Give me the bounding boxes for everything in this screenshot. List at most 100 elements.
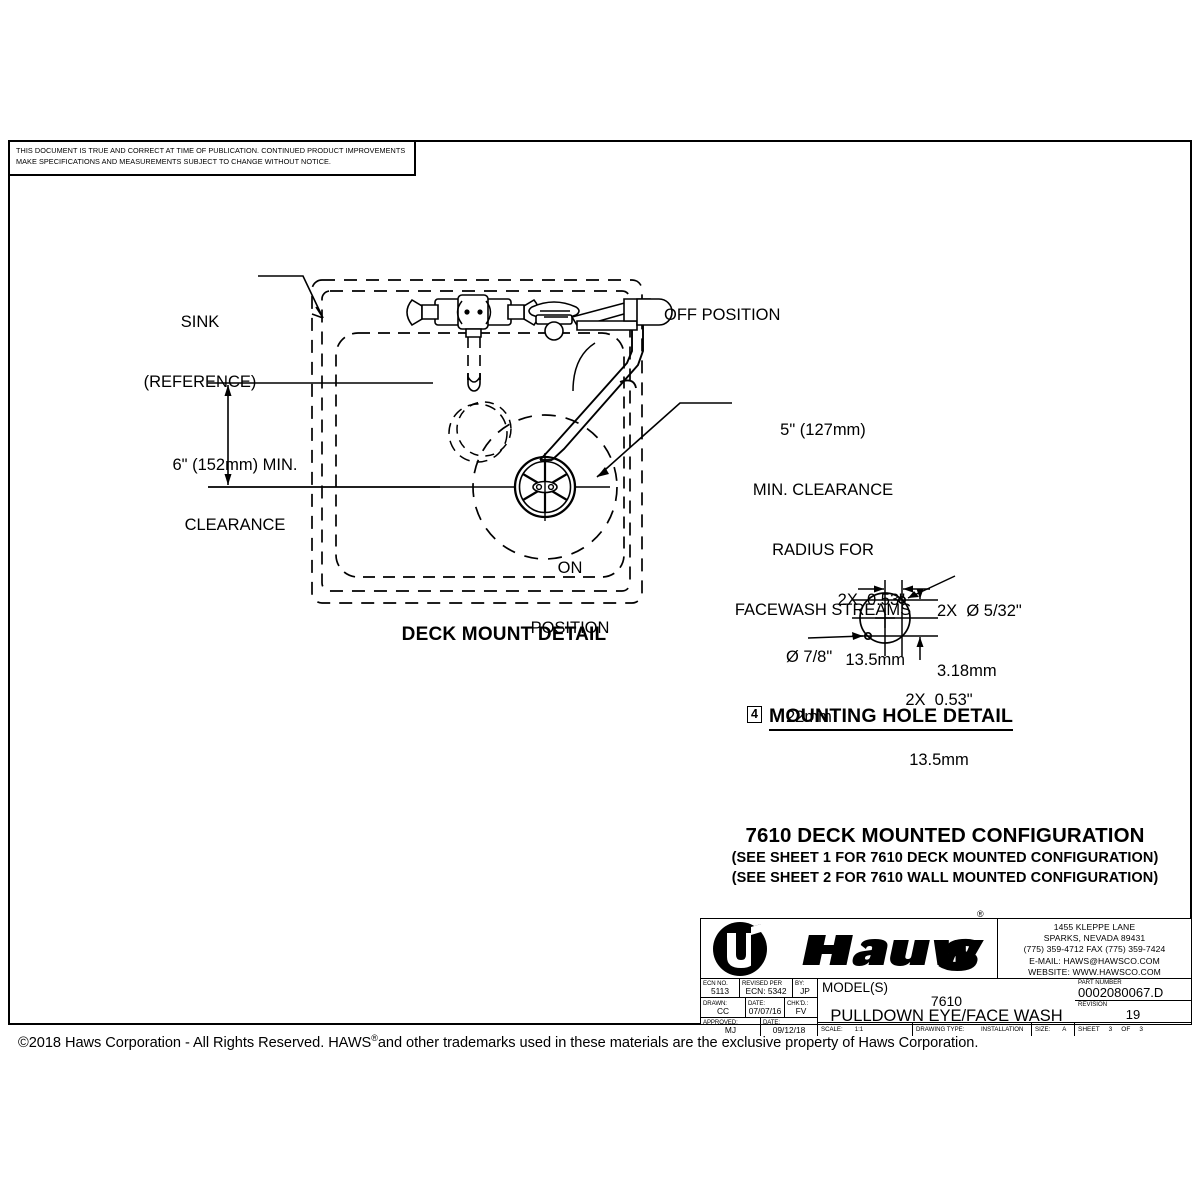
disclaimer-line-1: THIS DOCUMENT IS TRUE AND CORRECT AT TIM… xyxy=(16,146,406,155)
drawn-date-key: DATE: xyxy=(748,999,765,1007)
revised-per-key: REVISED PER xyxy=(742,980,782,988)
mounting-hole-detail-title: 4 MOUNTING HOLE DETAIL xyxy=(747,705,1014,731)
approved-date-value: 09/12/18 xyxy=(772,1024,806,1035)
valve-drop-tube xyxy=(467,337,481,392)
footer-part2: and other trademarks used in these mater… xyxy=(377,1034,979,1051)
deck-mount-detail-drawing xyxy=(208,275,732,604)
chkd-key: CHK'D.: xyxy=(787,999,809,1007)
sheet-total: 3 xyxy=(1139,1026,1143,1034)
sink-reference-label: SINK (REFERENCE) xyxy=(125,272,275,412)
approved-key: APPROVED: xyxy=(703,1018,738,1026)
small-hole-leader xyxy=(907,575,956,599)
mounting-hole-detail-drawing xyxy=(807,575,956,660)
mh-right-dim-line1: 2X Ø 5/32" xyxy=(937,602,1022,620)
drawn-key: DRAWN: xyxy=(703,999,727,1007)
scale-value: 1:1 xyxy=(854,1026,864,1034)
model-section: MODEL(S) 7610 PULLDOWN EYE/FACE WASH xyxy=(818,979,1075,1026)
approved-date-key: DATE: xyxy=(763,1018,780,1026)
mh-left-dimension-label: Ø 7/8" 22mm xyxy=(786,607,832,747)
supply-valve-assembly xyxy=(406,294,540,338)
drawn-row: DRAWN: CC DATE: 07/07/16 CHK'D.: FV xyxy=(701,998,817,1018)
deck-mount-detail-title: DECK MOUNT DETAIL xyxy=(401,624,607,645)
facewash-clearance-radius-circle xyxy=(472,414,618,560)
radius-note-line4: FACEWASH STREAMS xyxy=(734,601,912,619)
mh-top-dim-line2: 13.5mm xyxy=(845,651,905,669)
sink-leader-line xyxy=(258,275,324,319)
on-position-line2: POSITION xyxy=(530,619,610,637)
address-line1: 1455 KLEPPE LANE xyxy=(1053,922,1136,932)
configuration-title: 7610 DECK MOUNTED CONFIGURATION xyxy=(745,824,1145,847)
sheet-cell: SHEET 3 OF 3 xyxy=(1075,1023,1191,1036)
radius-note-line1: 5" (127mm) xyxy=(780,421,866,439)
drawn-value: CC xyxy=(716,1005,730,1016)
mh-right-dimension-label: 2X Ø 5/32" 3.18mm xyxy=(937,561,1022,701)
pulldown-hose xyxy=(539,303,644,461)
scale-key: SCALE: xyxy=(821,1026,843,1034)
address-line2: SPARKS, NEVADA 89431 xyxy=(1043,933,1146,944)
revision-cell: REVISION 19 xyxy=(1075,1001,1191,1024)
sheet-of-label: OF xyxy=(1121,1026,1131,1034)
configuration-note-2: (SEE SHEET 2 FOR 7610 WALL MOUNTED CONFI… xyxy=(731,870,1159,886)
mh-left-dim-line1: Ø 7/8" xyxy=(786,648,833,666)
vertical-clearance-label: 6" (152mm) MIN. CLEARANCE xyxy=(140,415,330,555)
mh-bottom-dim-line1: 2X 0.53" xyxy=(905,691,973,709)
footer-registered-mark: ® xyxy=(371,1033,378,1043)
revision-value: 19 xyxy=(1125,1007,1141,1023)
approved-row: APPROVED: MJ DATE: 09/12/18 xyxy=(701,1017,817,1036)
mh-top-dimension-label: 2X 0.53" 13.5mm xyxy=(800,550,905,690)
clearance-line1: 6" (152mm) MIN. xyxy=(172,456,298,474)
stowed-head-footprint xyxy=(448,401,512,463)
mh-bottom-dim-line2: 13.5mm xyxy=(909,751,969,769)
ecn-no-key: ECN NO. xyxy=(703,980,728,988)
address-line4: E-MAIL: HAWS@HAWSCO.COM xyxy=(1029,955,1160,966)
main-hole-leader xyxy=(807,632,864,640)
disclaimer-line-2: MAKE SPECIFICATIONS AND MEASUREMENTS SUB… xyxy=(16,156,332,166)
model-description: PULLDOWN EYE/FACE WASH xyxy=(830,1007,1063,1026)
haws-logo: ® xyxy=(701,909,998,979)
off-position-spout xyxy=(528,298,673,341)
drawing-type-value: INSTALLATION xyxy=(980,1026,1024,1034)
chkd-value: FV xyxy=(795,1005,807,1016)
drawn-date-value: 07/07/16 xyxy=(748,1005,782,1016)
ecn-no-value: 5113 xyxy=(710,986,729,997)
mh-top-dim-line1: 2X 0.53" xyxy=(837,591,905,609)
sink-label-line1: SINK xyxy=(180,313,220,331)
by-value: JP xyxy=(800,986,810,997)
haws-logo-mark xyxy=(713,921,767,976)
sheet-key: SHEET xyxy=(1078,1026,1100,1034)
mounting-hole-title-text: MOUNTING HOLE DETAIL xyxy=(768,705,1014,731)
disclaimer-box: THIS DOCUMENT IS TRUE AND CORRECT AT TIM… xyxy=(8,140,416,176)
address-line3: (775) 359-4712 FAX (775) 359-7424 xyxy=(1023,944,1166,955)
part-number-value: 0002080067.D xyxy=(1078,985,1164,1001)
company-address: 1455 KLEPPE LANE SPARKS, NEVADA 89431 (7… xyxy=(998,919,1191,978)
size-value: A xyxy=(1062,1026,1067,1034)
facewash-radius-leader xyxy=(596,402,732,478)
registered-trademark-mark: ® xyxy=(977,909,984,919)
revision-key: REVISION xyxy=(1078,1001,1108,1009)
configuration-note-1: (SEE SHEET 1 FOR 7610 DECK MOUNTED CONFI… xyxy=(731,850,1159,866)
on-position-label: ON POSITION xyxy=(500,518,640,658)
part-number-cell: PART NUMBER 0002080067.D xyxy=(1075,979,1191,1002)
mounting-hole-callout-number: 4 xyxy=(747,706,762,723)
revised-per-value: ECN: 5342 xyxy=(745,986,787,997)
mh-right-dim-line2: 3.18mm xyxy=(937,662,997,680)
mh-left-dim-line2: 22mm xyxy=(786,708,832,726)
ecn-row: ECN NO. 5113 REVISED PER ECN: 5342 BY: J… xyxy=(701,979,817,999)
size-key: SIZE: xyxy=(1035,1026,1051,1034)
drawing-type-key: DRAWING TYPE: xyxy=(916,1026,965,1034)
drawing-sheet-border xyxy=(8,140,1192,1025)
configuration-block: 7610 DECK MOUNTED CONFIGURATION (SEE SHE… xyxy=(710,824,1180,888)
on-position-sprayhead xyxy=(513,453,577,521)
radius-note-line3: RADIUS FOR xyxy=(772,541,874,559)
part-number-key: PART NUMBER xyxy=(1078,979,1122,987)
sink-label-line2: (REFERENCE) xyxy=(143,373,257,391)
by-key: BY: xyxy=(795,980,805,988)
clearance-line2: CLEARANCE xyxy=(184,516,286,534)
sheet-number: 3 xyxy=(1108,1026,1113,1034)
radius-note-line2: MIN. CLEARANCE xyxy=(752,481,894,499)
mh-bottom-dimension-label: 2X 0.53" 13.5mm xyxy=(879,650,999,790)
models-key: MODEL(S) xyxy=(822,980,889,996)
copyright-footer: ©2018 Haws Corporation - All Rights Rese… xyxy=(18,1033,1182,1051)
on-position-line1: ON xyxy=(557,559,583,577)
off-position-label: OFF POSITION xyxy=(664,306,781,324)
